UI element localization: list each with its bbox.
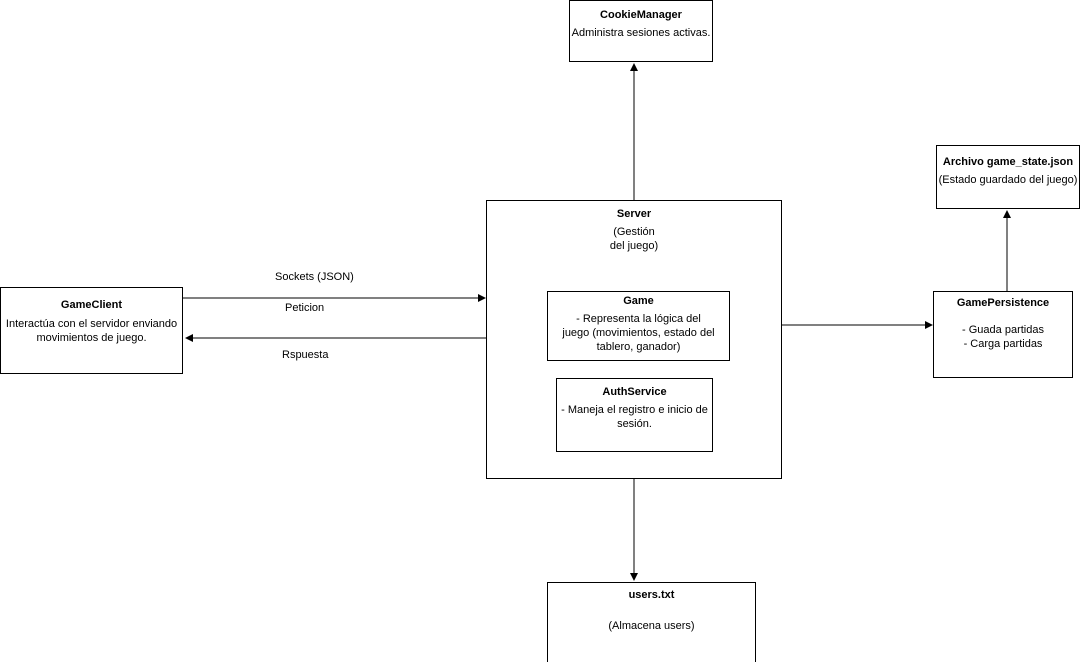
node-desc: - Representa la lógica del juego (movimi… <box>562 313 715 353</box>
node-users-txt: users.txt (Almacena users) <box>547 582 756 662</box>
node-desc: (Estado guardado del juego) <box>938 174 1078 186</box>
node-desc: (Almacena users) <box>608 620 695 632</box>
node-desc: - Guada partidas - Carga partidas <box>962 324 1044 350</box>
node-title: Server <box>616 208 652 220</box>
edge-label-respuesta: Rspuesta <box>282 349 329 361</box>
node-game-persistence: GamePersistence - Guada partidas - Carga… <box>933 291 1073 378</box>
node-title: GamePersistence <box>956 297 1050 309</box>
node-desc: Administra sesiones activas. <box>571 27 711 39</box>
edge-label-peticion: Peticion <box>285 302 325 314</box>
node-title: CookieManager <box>600 9 682 21</box>
node-title: AuthService <box>602 386 667 398</box>
node-game-client: GameClient Interactúa con el servidor en… <box>0 287 183 374</box>
node-desc: - Maneja el registro e inicio de sesión. <box>561 404 708 430</box>
node-title: users.txt <box>628 589 675 601</box>
node-cookie-manager: CookieManager Administra sesiones activa… <box>569 0 713 62</box>
node-desc: (Gestión del juego) <box>609 226 659 252</box>
node-archivo-game-state: Archivo game_state.json (Estado guardado… <box>936 145 1080 209</box>
node-title: Game <box>623 295 654 307</box>
node-desc: Interactúa con el servidor enviando movi… <box>5 318 178 344</box>
node-title: Archivo game_state.json <box>942 156 1074 168</box>
edge-label-sockets: Sockets (JSON) <box>275 271 354 283</box>
node-game: Game - Representa la lógica del juego (m… <box>547 291 730 361</box>
node-auth-service: AuthService - Maneja el registro e inici… <box>556 378 713 452</box>
node-title: GameClient <box>60 299 123 311</box>
